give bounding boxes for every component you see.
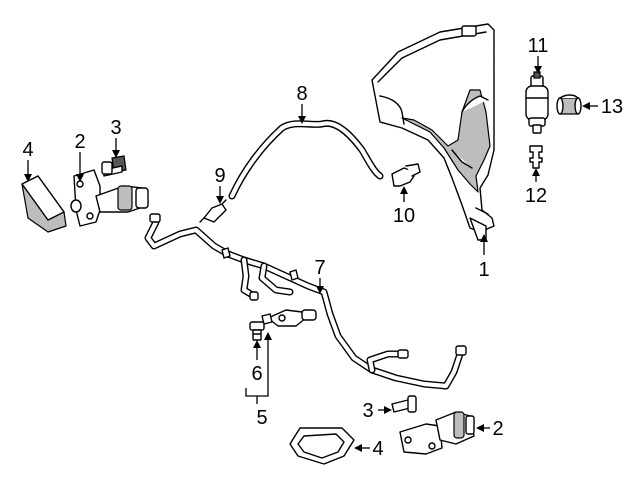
elbow-connector [391,163,421,187]
headlamp-cover-right [289,427,355,465]
check-valve [199,199,227,223]
screw-upper [101,155,127,177]
screw-lower [391,395,417,413]
callout-6: 6 [251,363,262,385]
callout-13: 13 [601,96,623,118]
callout-3-lower: 3 [362,400,373,422]
callout-2-lower: 2 [492,418,503,440]
leader-lines [24,56,598,452]
headlamp-cover-left [21,175,67,233]
callout-1: 1 [478,259,489,281]
callout-5: 5 [256,407,267,429]
hose-connector [261,309,317,327]
callout-2-upper: 2 [74,131,85,153]
callout-8: 8 [296,83,307,105]
washer-pump [525,71,549,134]
pump-seal [556,94,582,115]
callout-4-upper: 4 [22,139,33,161]
callout-3-upper: 3 [110,117,121,139]
callouts: 1 2 3 4 5 6 7 8 9 10 11 12 13 3 4 2 [22,35,623,460]
pump-grommet [529,145,543,169]
callout-11: 11 [528,35,549,57]
retaining-clip [249,321,265,341]
callout-7: 7 [314,257,325,279]
callout-9: 9 [214,165,225,187]
washer-nozzle-left [70,169,149,227]
main-hose [144,213,467,390]
callout-4-lower: 4 [372,438,383,460]
washer-nozzle-right [399,411,475,455]
washer-reservoir [371,23,495,241]
callout-12: 12 [525,185,547,207]
callout-10: 10 [393,205,415,227]
upper-hose [228,119,384,200]
